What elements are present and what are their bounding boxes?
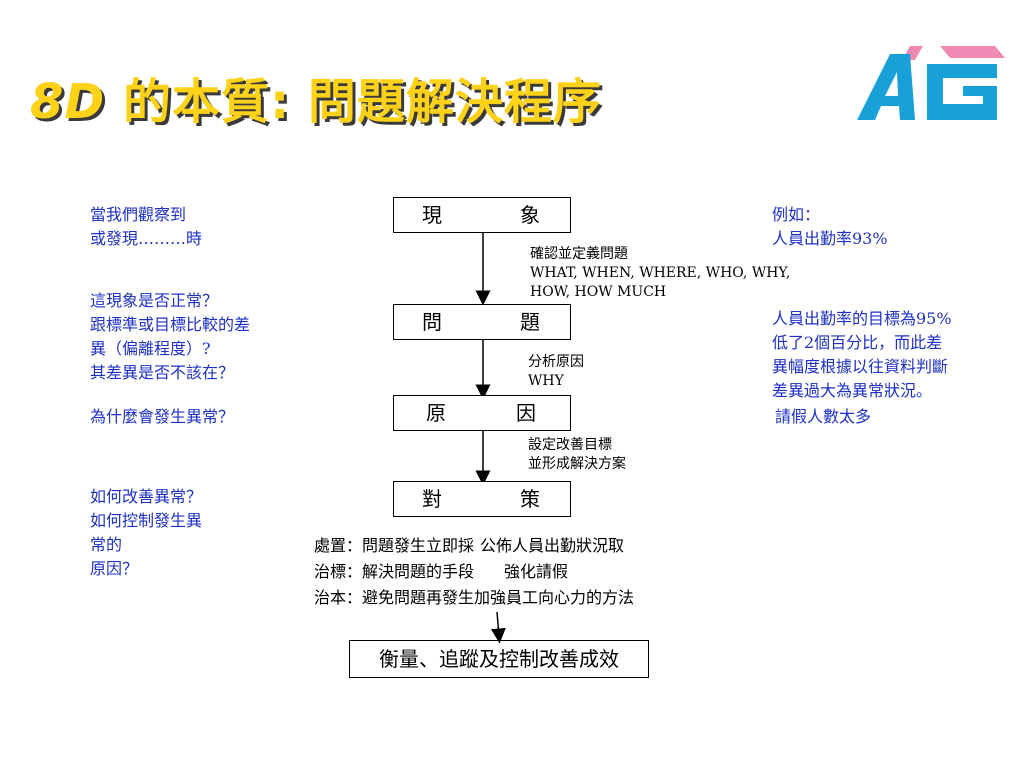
note-line: 確認並定義問題	[530, 246, 628, 262]
steps-list: 處置：問題發生立即採公佈人員出勤狀況取 治標：解決問題的手段 強化請假 治本：避免…	[314, 533, 634, 611]
example-target: 人員出勤率的目標為95% 低了2個百分比，而此差 異幅度根據以往資料判斷 差異過…	[772, 307, 952, 403]
question-line: 原因？	[90, 559, 139, 578]
example-leave: 請假人數太多	[775, 405, 871, 429]
question-line: 如何改善異常？	[90, 487, 203, 506]
step-example: 強化請假	[504, 562, 569, 581]
note-target: 設定改善目標 並形成解決方案	[528, 436, 626, 474]
note-line: 設定改善目標	[528, 437, 612, 453]
question-line: 或發現………時	[90, 229, 203, 248]
box-char-right: 策	[520, 487, 540, 511]
box-problem: 問 題	[393, 304, 571, 340]
box-char-right: 題	[520, 310, 540, 334]
title-text: 的本質: 問題解決程序	[105, 74, 602, 130]
title-8d: 8D	[30, 74, 106, 130]
note-analyze: 分析原因 WHY	[528, 353, 584, 391]
step-label: 治標：解決問題的手段	[314, 562, 475, 581]
question-line: 異（偏離程度）?	[90, 339, 211, 358]
box-measure: 衡量、追蹤及控制改善成效	[349, 640, 649, 678]
step-example: 加強員工向心力的方法	[474, 588, 635, 607]
page-title: 8D 的本質: 問題解決程序	[30, 62, 602, 132]
example-line: 人員出勤率93%	[772, 229, 888, 248]
example-line: 人員出勤率的目標為95%	[772, 309, 952, 328]
box-char-left: 現	[422, 203, 442, 227]
example-line: 差異過大為異常狀況。	[772, 381, 933, 400]
question-line: 當我們觀察到	[90, 205, 187, 224]
step-root: 治本：避免問題再發生加強員工向心力的方法	[314, 585, 634, 611]
step-disposal: 處置：問題發生立即採公佈人員出勤狀況取	[314, 533, 634, 559]
example-line: 異幅度根據以往資料判斷	[772, 357, 949, 376]
step-label: 處置：問題發生立即採	[314, 536, 475, 555]
note-line: WHAT, WHEN, WHERE, WHO, WHY,	[530, 265, 791, 281]
question-normal: 這現象是否正常？ 跟標準或目標比較的差 異（偏離程度）? 其差異是否不該在？	[90, 289, 250, 385]
example-attendance: 例如： 人員出勤率93%	[772, 203, 888, 251]
box-char-left: 對	[422, 487, 442, 511]
question-line: 為什麼會發生異常？	[90, 407, 235, 426]
box-char-left: 原	[426, 401, 446, 425]
box-char-right: 象	[520, 203, 540, 227]
step-label: 治本：避免問題再發生	[314, 588, 475, 607]
ag-logo-icon	[857, 46, 1005, 120]
arrow-4	[490, 611, 506, 644]
question-line: 跟標準或目標比較的差	[90, 315, 251, 334]
question-line: 其差異是否不該在？	[90, 363, 235, 382]
box-cause: 原 因	[393, 395, 571, 431]
example-line: 低了2個百分比，而此差	[772, 333, 943, 352]
question-improve: 如何改善異常？ 如何控制發生異 常的 原因？	[90, 485, 202, 581]
note-line: WHY	[528, 373, 564, 389]
question-observe: 當我們觀察到 或發現………時	[90, 203, 202, 251]
example-line: 請假人數太多	[775, 407, 872, 426]
note-line: 並形成解決方案	[528, 456, 626, 472]
question-line: 如何控制發生異	[90, 511, 203, 530]
box-phenomenon: 現 象	[393, 197, 571, 233]
example-line: 例如：	[772, 205, 821, 224]
box-char-right: 因	[516, 401, 536, 425]
box-countermeasure: 對 策	[393, 481, 571, 517]
step-example: 公佈人員出勤狀況取	[480, 536, 625, 555]
step-symptom: 治標：解決問題的手段 強化請假	[314, 559, 634, 585]
question-why: 為什麼會發生異常？	[90, 405, 234, 429]
box-char-left: 問	[422, 310, 442, 334]
note-line: HOW, HOW MUCH	[530, 284, 667, 300]
note-define: 確認並定義問題 WHAT, WHEN, WHERE, WHO, WHY, HOW…	[530, 245, 790, 302]
question-line: 常的	[90, 535, 123, 554]
question-line: 這現象是否正常？	[90, 291, 219, 310]
note-line: 分析原因	[528, 354, 584, 370]
